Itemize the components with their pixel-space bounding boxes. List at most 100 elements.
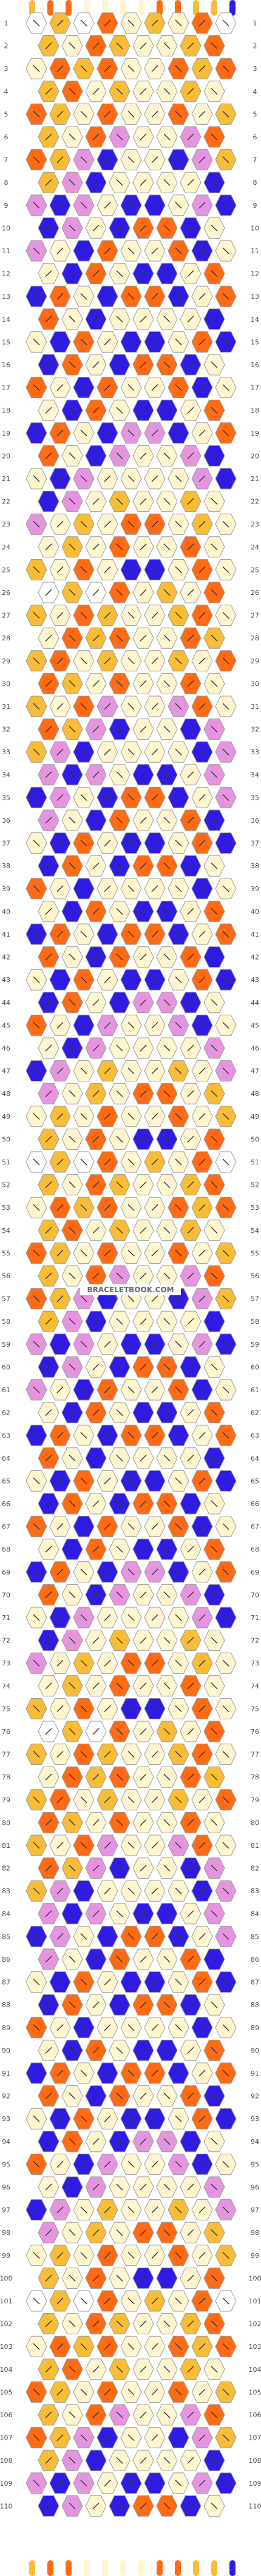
knot-arrow xyxy=(187,316,194,323)
knot-arrow xyxy=(56,657,64,665)
knot-arrow xyxy=(104,520,111,528)
row-number-left: 54 xyxy=(2,1227,10,1235)
row-number-left: 37 xyxy=(2,840,10,848)
knot-arrow xyxy=(151,612,158,619)
row-number-right: 44 xyxy=(251,999,259,1007)
knot-arrow xyxy=(187,2001,194,2008)
knot-arrow xyxy=(187,2320,194,2328)
row-number-left: 78 xyxy=(2,1773,10,1781)
knot-arrow xyxy=(69,999,76,1006)
knot-arrow xyxy=(127,703,135,710)
knot-arrow xyxy=(198,1796,206,1804)
row-number-right: 57 xyxy=(251,1295,259,1303)
knot-arrow xyxy=(151,1659,158,1667)
knot-arrow xyxy=(151,1705,158,1712)
knot-arrow xyxy=(151,2388,158,2395)
knot-arrow xyxy=(127,1067,135,1075)
knot-arrow xyxy=(198,2206,206,2214)
row-number-left: 59 xyxy=(2,1341,10,1349)
knot-arrow xyxy=(69,2320,76,2328)
knot-arrow xyxy=(80,1477,87,1484)
knot-arrow xyxy=(80,1432,87,1439)
knot-arrow xyxy=(69,817,76,824)
knot-arrow xyxy=(69,1773,76,1781)
string-end-bottom xyxy=(47,2560,53,2576)
knot-arrow xyxy=(187,42,194,50)
knot-arrow xyxy=(56,2024,64,2031)
knot-arrow xyxy=(69,316,76,323)
knot-arrow xyxy=(151,520,158,528)
row-number-left: 4 xyxy=(4,88,8,96)
row-number-right: 52 xyxy=(251,1181,259,1189)
knot-arrow xyxy=(116,1773,123,1781)
knot-arrow xyxy=(33,156,40,164)
knot-arrow xyxy=(104,475,111,482)
knot-arrow xyxy=(92,2229,100,2236)
watermark-text: BRACELETBOOK.COM xyxy=(87,1286,174,1294)
knot-arrow xyxy=(222,293,229,300)
knot-arrow xyxy=(92,817,100,824)
knot-arrow xyxy=(69,908,76,915)
knot-arrow xyxy=(127,1204,135,1211)
knot-arrow xyxy=(198,885,206,892)
string-end-bottom xyxy=(120,2560,126,2576)
row-number-right: 73 xyxy=(251,1659,259,1667)
knot-arrow xyxy=(33,202,40,209)
knot-arrow xyxy=(104,1295,111,1303)
knot-arrow xyxy=(198,1249,206,1256)
row-number-right: 66 xyxy=(251,1500,259,1508)
knot-arrow xyxy=(187,179,194,186)
knot-arrow xyxy=(69,634,76,642)
knot-arrow xyxy=(69,1044,76,1052)
knot-arrow xyxy=(69,1865,76,1872)
string-end-bottom xyxy=(138,2560,144,2576)
knot-arrow xyxy=(151,2024,158,2031)
row-number-right: 61 xyxy=(251,1386,259,1394)
knot-arrow xyxy=(104,65,111,72)
knot-arrow xyxy=(175,19,182,27)
row-number-left: 3 xyxy=(4,65,8,73)
row-number-right: 95 xyxy=(251,2160,259,2168)
knot-arrow xyxy=(127,1569,135,1576)
knot-arrow xyxy=(222,19,229,27)
knot-arrow xyxy=(80,2434,87,2442)
row-number-left: 107 xyxy=(0,2434,13,2442)
row-number-left: 102 xyxy=(0,2320,13,2328)
row-number-right: 37 xyxy=(251,840,259,848)
knot-arrow xyxy=(69,2229,76,2236)
knot-arrow xyxy=(175,1204,182,1211)
knot-arrow xyxy=(104,2388,111,2395)
knot-arrow xyxy=(127,2252,135,2259)
knot-arrow xyxy=(151,1021,158,1029)
knot-arrow xyxy=(80,976,87,983)
knot-arrow xyxy=(198,2070,206,2077)
row-number-right: 28 xyxy=(251,634,259,642)
knot-arrow xyxy=(116,1500,123,1507)
knot-arrow xyxy=(151,156,158,164)
row-number-right: 105 xyxy=(249,2388,261,2396)
knot-arrow xyxy=(222,1295,229,1303)
knot-arrow xyxy=(140,361,147,368)
knot-arrow xyxy=(187,726,194,733)
row-number-right: 24 xyxy=(251,543,259,551)
string-end-bottom xyxy=(193,2560,199,2576)
knot-arrow xyxy=(198,1067,206,1075)
knot-arrow xyxy=(198,520,206,528)
knot-arrow xyxy=(56,1796,64,1804)
knot-arrow xyxy=(175,65,182,72)
knot-arrow xyxy=(104,156,111,164)
row-number-left: 2 xyxy=(4,42,8,50)
knot-arrow xyxy=(140,1318,147,1325)
knot-arrow xyxy=(127,2480,135,2487)
knot-arrow xyxy=(198,1295,206,1303)
knot-arrow xyxy=(127,475,135,482)
knot-arrow xyxy=(175,2206,182,2214)
knot-arrow xyxy=(187,680,194,687)
knot-arrow xyxy=(116,771,123,778)
knot-arrow xyxy=(151,1569,158,1576)
knot-arrow xyxy=(140,1819,147,1826)
knot-arrow xyxy=(127,1158,135,1166)
knot-arrow xyxy=(151,1979,158,1986)
knot-arrow xyxy=(33,1021,40,1029)
knot-arrow xyxy=(33,885,40,892)
